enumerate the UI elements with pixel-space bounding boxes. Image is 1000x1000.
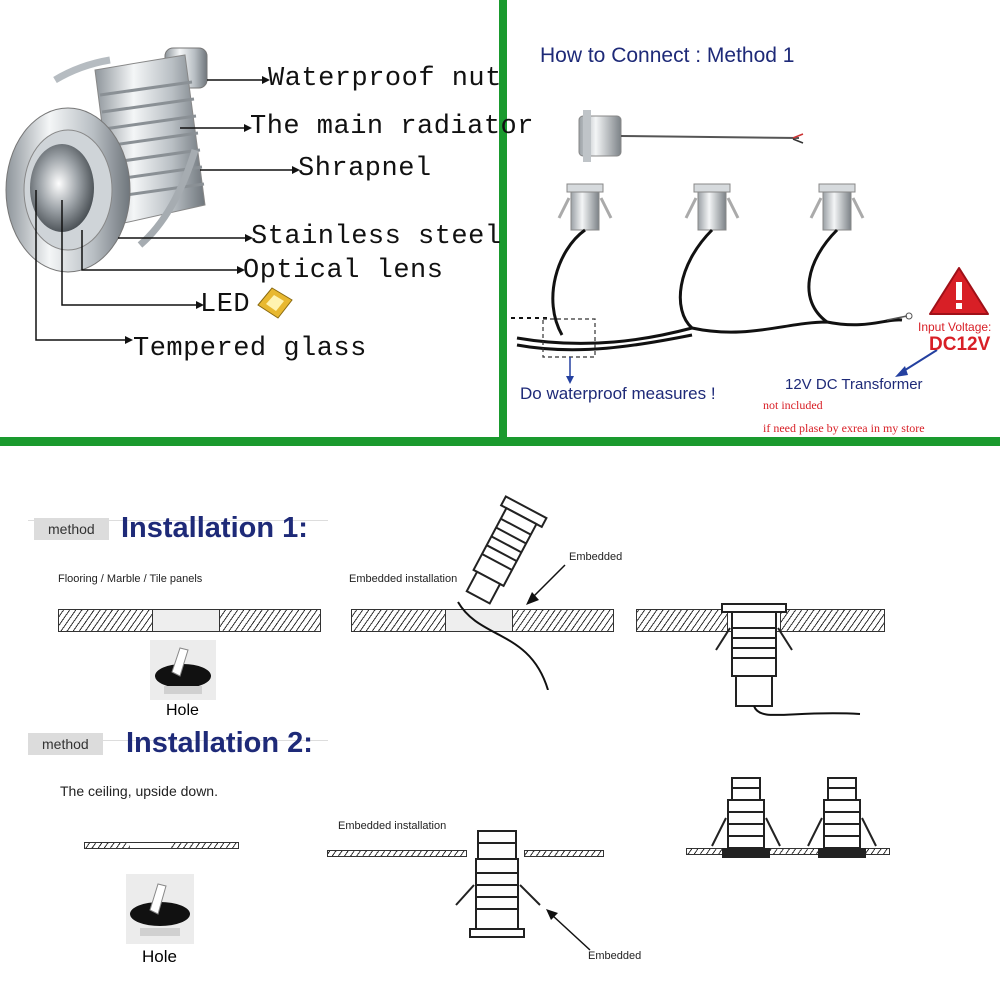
hole-illustration-2 (126, 874, 194, 944)
floor-slab-1b (219, 609, 321, 632)
floor-gap-1 (153, 609, 219, 632)
installed-lamp-illustration (715, 603, 861, 717)
label-shrapnel: Shrapnel (298, 154, 432, 184)
install2-method-tag: method (28, 733, 103, 755)
floor-slab-2a (351, 609, 446, 632)
embedded-arrow-2 (546, 909, 591, 951)
product-anatomy-illustration (5, 47, 300, 344)
ceiling-slab-2b (524, 850, 604, 857)
label-led: LED (200, 290, 251, 320)
install1-title: Installation 1: (121, 512, 308, 544)
waterproof-note: Do waterproof measures ! (520, 384, 716, 403)
ceiling-slab-3 (686, 848, 890, 855)
hole-illustration-1 (150, 640, 216, 700)
input-voltage-label: Input Voltage: (918, 320, 992, 334)
install1-guide-line (28, 520, 328, 521)
ceiling-lamp-illustration (455, 830, 541, 938)
store-note: if need plase by exrea in my store (763, 421, 925, 435)
install2-title: Installation 2: (126, 727, 313, 759)
warning-icon (929, 267, 989, 315)
install1-method-tag: method (34, 518, 109, 540)
label-stainless-steel: Stainless steel (251, 222, 502, 252)
vertical-divider (499, 0, 507, 445)
install1-embedded-install: Embedded installation (349, 573, 458, 585)
install2-guide-line (28, 740, 328, 741)
led-chip-icon (257, 287, 293, 319)
floor-slab-3a (636, 609, 728, 632)
connection-diagram (511, 110, 989, 384)
floor-slab-2b (512, 609, 614, 632)
horizontal-divider (0, 437, 1000, 446)
install2-embedded-install: Embedded installation (338, 820, 447, 832)
voltage-value: DC12V (929, 334, 991, 355)
install1-hole-label: Hole (166, 702, 199, 719)
floor-slab-1a (58, 609, 153, 632)
install2-hole-label: Hole (142, 947, 177, 966)
label-main-radiator: The main radiator (250, 112, 534, 142)
install2-embedded: Embedded (588, 950, 642, 962)
tilted-lamp-illustration (457, 495, 566, 690)
label-waterproof-nut: Waterproof nut (268, 64, 502, 94)
ceiling-installed-lamps (711, 777, 877, 858)
label-optical-lens: Optical lens (243, 256, 444, 286)
ceiling-gap-1 (130, 842, 170, 849)
ceiling-slab-2a (327, 850, 467, 857)
install2-surface: The ceiling, upside down. (60, 783, 218, 799)
transformer-label: 12V DC Transformer (785, 376, 923, 393)
not-included-note: not included (763, 398, 823, 412)
install1-embedded: Embedded (569, 551, 623, 563)
install1-surface: Flooring / Marble / Tile panels (58, 573, 203, 585)
label-tempered-glass: Tempered glass (133, 334, 367, 364)
floor-slab-3b (780, 609, 885, 632)
connect-title: How to Connect : Method 1 (540, 44, 795, 67)
floor-gap-2 (446, 609, 512, 632)
